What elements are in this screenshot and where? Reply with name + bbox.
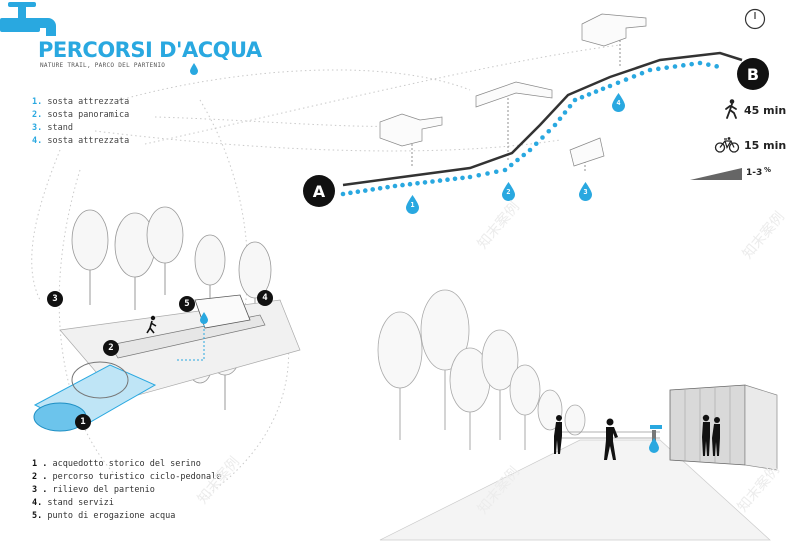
water-drop-icon xyxy=(190,63,198,75)
route-dot xyxy=(392,183,398,189)
route-dot xyxy=(615,80,621,86)
route-dot xyxy=(552,122,558,128)
route-dot xyxy=(485,171,490,176)
route-dot xyxy=(557,116,563,122)
stop-marker-4: 4 xyxy=(612,93,625,112)
route-dot xyxy=(515,157,520,163)
route-dot xyxy=(377,185,383,191)
perspective-drawing xyxy=(377,289,778,541)
route-dot xyxy=(437,178,443,183)
route-legend: 1. sosta attrezzata 2. sosta panoramica … xyxy=(32,96,129,148)
route-dot xyxy=(355,189,361,195)
route-dot xyxy=(362,188,368,193)
walking-person-icon xyxy=(725,99,737,119)
walk-time: 45 min xyxy=(744,104,787,117)
route-dot xyxy=(422,180,428,185)
section-marker-4: 4 xyxy=(257,290,273,306)
route-dot xyxy=(579,94,585,100)
route-dot xyxy=(452,176,458,182)
section-legend-item: 4. stand servizi xyxy=(32,498,114,508)
route-legend-item: 3. stand xyxy=(32,123,73,133)
route-dot xyxy=(600,86,606,92)
water-drop-icon xyxy=(502,182,515,201)
page-title: PERCORSI D'ACQUA xyxy=(38,38,262,62)
route-dot xyxy=(400,182,405,188)
route-dot xyxy=(540,135,545,140)
section-legend-item: 2 . percorso turistico ciclo-pedonale xyxy=(32,472,222,482)
route-dot xyxy=(639,70,645,76)
route-dot xyxy=(647,67,653,73)
route-dot xyxy=(586,92,592,97)
route-dot xyxy=(546,128,552,134)
route-dot xyxy=(508,162,514,168)
route-dot xyxy=(467,174,473,180)
water-drop-icon xyxy=(612,93,625,112)
route-dot xyxy=(706,62,711,67)
grade-value: 1-3 xyxy=(746,168,763,178)
route-dot xyxy=(672,64,678,69)
route-dot xyxy=(407,181,413,187)
section-drawing xyxy=(33,206,301,432)
page-subtitle: NATURE TRAIL, PARCO DEL PARTENIO xyxy=(40,62,166,69)
route-dot xyxy=(521,152,527,158)
stop-marker-2: 2 xyxy=(502,182,515,201)
route-dot xyxy=(476,172,482,178)
stop-marker-3: 3 xyxy=(579,182,592,201)
route-legend-item: 4. sosta attrezzata xyxy=(32,136,130,146)
route-dot xyxy=(445,177,450,182)
section-legend: 1 . acquedotto storico del serino 2 . pe… xyxy=(32,458,221,523)
stop-marker-1: 1 xyxy=(406,195,419,214)
route-dot xyxy=(607,83,613,89)
grade-unit: % xyxy=(764,166,772,174)
route-end-marker: B xyxy=(737,58,769,90)
water-drop-icon xyxy=(406,195,419,214)
bicycle-icon xyxy=(714,137,740,153)
route-dot xyxy=(370,187,376,192)
section-marker-5: 5 xyxy=(179,296,195,312)
route-dot xyxy=(689,61,694,67)
route-start-marker: A xyxy=(303,175,335,207)
route-dot xyxy=(460,175,465,181)
route-dot xyxy=(340,191,346,197)
route-dot xyxy=(385,184,390,190)
water-drop-icon xyxy=(579,182,592,201)
route-dot xyxy=(493,169,499,175)
route-dot xyxy=(415,181,420,186)
route-dot xyxy=(656,66,661,72)
route-dot xyxy=(593,89,599,94)
route-dot xyxy=(502,167,508,173)
section-legend-item: 1 . acquedotto storico del serino xyxy=(32,459,201,469)
grade-wedge xyxy=(690,168,742,180)
bike-time: 15 min xyxy=(744,139,787,152)
route-dot xyxy=(430,179,435,184)
clock-icon xyxy=(744,8,766,30)
route-dot xyxy=(348,190,353,196)
route-dot xyxy=(567,103,573,109)
route-legend-item: 2. sosta panoramica xyxy=(32,110,130,120)
route-dot xyxy=(714,64,719,69)
section-marker-2: 2 xyxy=(103,340,119,356)
route-legend-item: 1. sosta attrezzata xyxy=(32,97,130,107)
section-marker-1: 1 xyxy=(75,414,91,430)
route-dot xyxy=(562,110,568,115)
route-dot xyxy=(527,147,533,153)
route-dot xyxy=(697,60,703,66)
section-legend-item: 3 . rilievo del partenio xyxy=(32,485,155,495)
route-dot xyxy=(572,97,578,103)
route-dot xyxy=(631,74,637,79)
section-legend-item: 5. punto di erogazione acqua xyxy=(32,511,176,521)
section-marker-3: 3 xyxy=(47,291,63,307)
route-dot xyxy=(533,141,539,147)
route-dot xyxy=(681,63,686,68)
faucet-icon xyxy=(0,2,56,36)
route-dot xyxy=(623,77,629,82)
route-dot xyxy=(664,65,669,70)
